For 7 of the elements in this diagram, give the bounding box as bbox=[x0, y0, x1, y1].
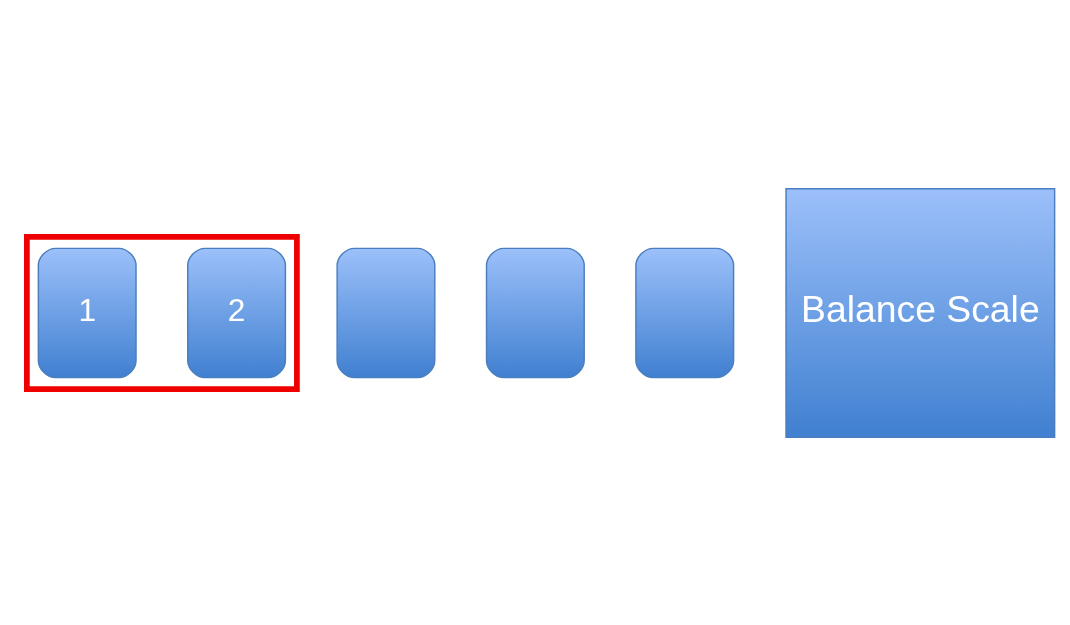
node-box bbox=[336, 247, 436, 378]
node-box: 1 bbox=[37, 247, 137, 378]
node-box bbox=[635, 247, 735, 378]
cluster bbox=[23, 233, 300, 392]
node-box bbox=[485, 247, 585, 378]
node-box: 2 bbox=[187, 247, 287, 378]
node-box: Balance Scale bbox=[785, 187, 1056, 438]
